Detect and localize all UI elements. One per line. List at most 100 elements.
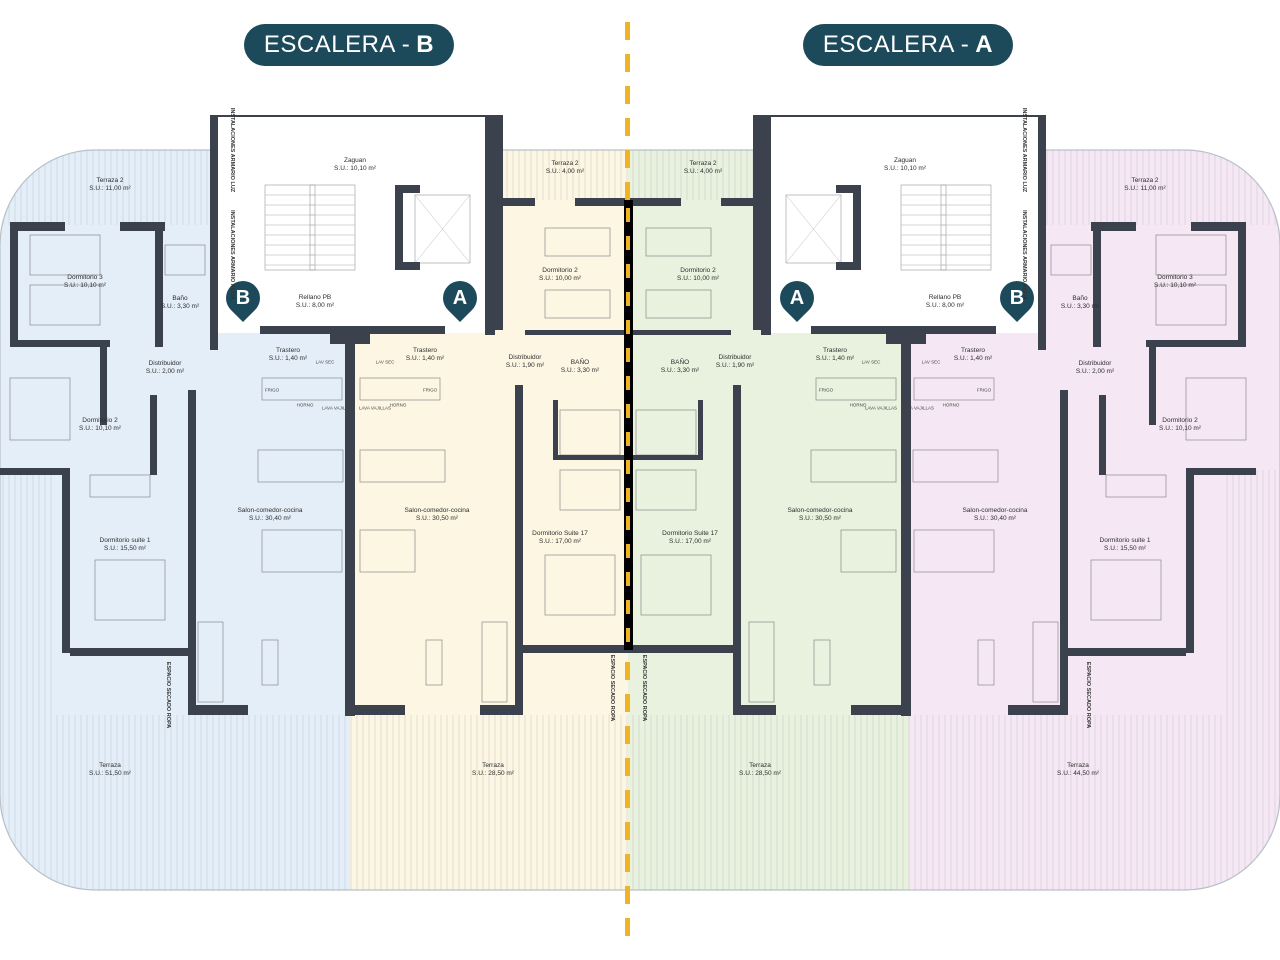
wall: [485, 115, 495, 335]
drying-space-label: ESPACIO SECADO ROPA: [165, 661, 171, 729]
kitchen-oven-label: HORNO: [389, 402, 407, 408]
room-name: Terraza: [482, 762, 504, 769]
kitchen-dishwasher-label: LAVA VAJILLAS: [901, 405, 935, 411]
sofa: [481, 621, 508, 703]
room-name: Dormitorio 2: [542, 267, 578, 274]
kitchen-island: [912, 449, 999, 483]
entrance-marker-b: B: [992, 273, 1042, 323]
axis-dash: [626, 236, 630, 250]
installations-water-label: INSTALACIONES ARMARIO AGUA: [229, 210, 235, 300]
axis-dash: [625, 886, 630, 904]
bed: [1090, 559, 1162, 621]
room-area: S.U.: 51,50 m²: [89, 770, 131, 777]
axis-dash: [626, 208, 630, 222]
kitchen-island: [810, 449, 897, 483]
wall: [761, 115, 1046, 117]
dining-table: [261, 529, 343, 573]
axis-dash: [625, 22, 630, 40]
room-area: S.U.: 10,10 m²: [884, 165, 926, 172]
room-name: Trastero: [276, 347, 300, 354]
room-name: Zaguan: [343, 157, 367, 164]
bed: [544, 289, 611, 319]
axis-dash: [625, 86, 630, 104]
stair-flight: [940, 184, 992, 271]
room-name: Salon-comedor-cocina: [404, 507, 470, 514]
elevator-cross: [785, 194, 842, 264]
room-area: S.U.: 10,00 m²: [677, 275, 719, 282]
sofa: [1032, 621, 1059, 703]
wall: [1191, 222, 1246, 231]
dining-table: [359, 529, 416, 573]
terrace-hatch: [0, 715, 1280, 890]
staircase-b-header: ESCALERA -B: [244, 24, 454, 66]
wall: [1186, 468, 1194, 653]
wall: [188, 390, 196, 715]
terrace-hatching: [0, 150, 1280, 890]
room-area: S.U.: 10,10 m²: [1159, 425, 1201, 432]
wall: [150, 395, 157, 475]
wall: [628, 330, 731, 335]
kitchen-fridge-label: FRIGO: [264, 387, 280, 393]
center-party-wall: [624, 200, 633, 650]
wall: [210, 115, 495, 117]
wall: [495, 198, 535, 206]
wall: [811, 326, 901, 334]
axis-dash: [626, 376, 630, 390]
tv-unit: [261, 639, 279, 686]
wall: [395, 185, 403, 270]
axis-dash: [625, 822, 630, 840]
axis-dash: [625, 854, 630, 872]
kitchen-washer-dryer-label: LAV SEC: [921, 359, 941, 365]
wall: [851, 705, 911, 715]
furniture: [9, 227, 1247, 703]
wall: [733, 385, 741, 715]
wall: [1008, 705, 1068, 715]
axis-dash: [626, 516, 630, 530]
elevator-shaft: [414, 194, 471, 264]
wall: [345, 326, 355, 716]
shower: [635, 469, 697, 511]
header-prefix: ESCALERA -: [822, 31, 970, 58]
wall: [553, 455, 628, 460]
wall: [906, 326, 996, 334]
kitchen-dishwasher-label: LAVA VAJILLAS: [864, 405, 898, 411]
axis-dash: [626, 600, 630, 614]
room-name: Salon-comedor-cocina: [237, 507, 303, 514]
room-area: S.U.: 30,50 m²: [416, 515, 458, 522]
axis-dash: [626, 628, 630, 642]
room-area: S.U.: 30,40 m²: [974, 515, 1016, 522]
axis-dash: [625, 726, 630, 744]
room-name: Distribuidor: [508, 354, 542, 361]
room-area: S.U.: 11,00 m²: [89, 185, 131, 192]
kitchen-counter: [261, 377, 343, 401]
room-name: Baño: [172, 295, 188, 302]
wall: [495, 115, 503, 330]
wall: [515, 385, 523, 715]
room-name: Dormitorio 2: [680, 267, 716, 274]
bed: [645, 289, 712, 319]
room-name: Salon-comedor-cocina: [787, 507, 853, 514]
wall: [188, 705, 248, 715]
room-name: Terraza 2: [96, 177, 124, 184]
wall: [260, 326, 350, 334]
room-name: Trastero: [823, 347, 847, 354]
wall: [575, 198, 628, 206]
axis-dash: [626, 488, 630, 502]
room-area: S.U.: 8,00 m²: [925, 302, 965, 309]
